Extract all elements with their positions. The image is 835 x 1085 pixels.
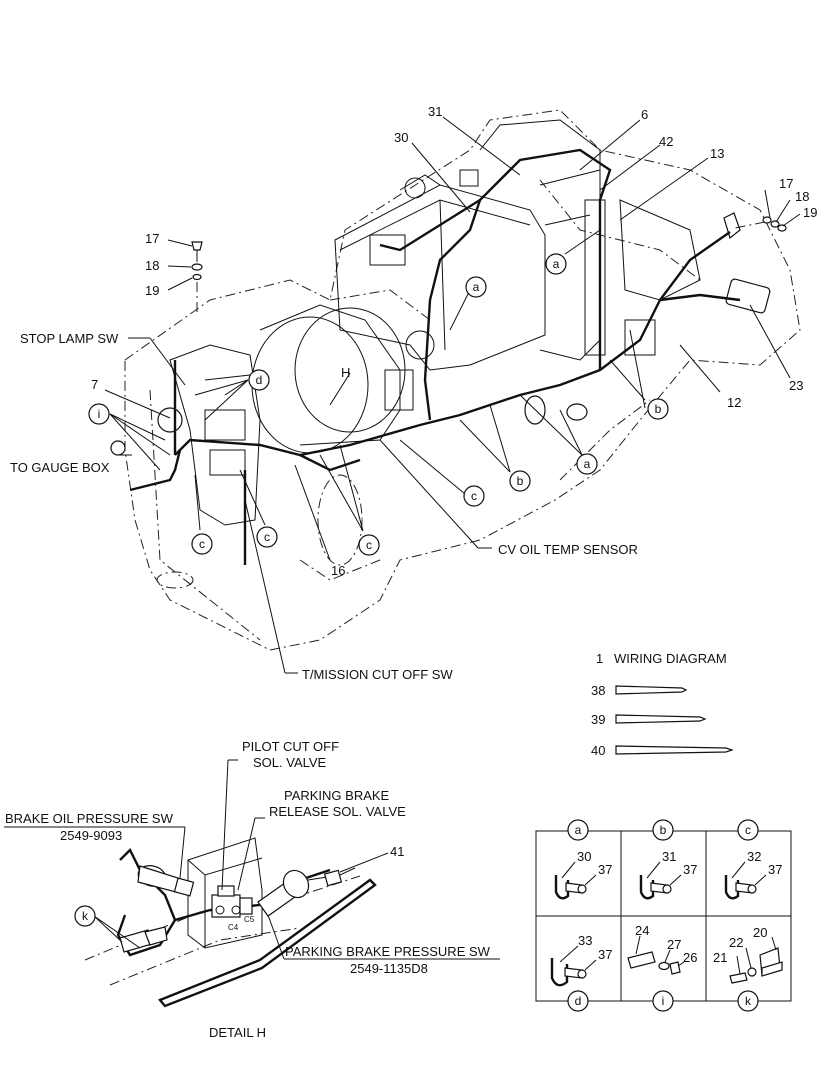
wiring-item-number: 1	[596, 651, 603, 666]
label-release-sol-valve: RELEASE SOL. VALVE	[269, 804, 406, 819]
callout-19-right: 19	[803, 205, 817, 220]
callout-c-1: c	[471, 489, 477, 503]
hardware-left	[191, 241, 203, 315]
cable-tie-40-label: 40	[591, 743, 605, 758]
callout-17-left: 17	[145, 231, 159, 246]
cable-tie-39	[615, 714, 707, 724]
clip-table: a b c d i k 30 37 31 37 32 37	[535, 819, 792, 1012]
clip-header-a: a	[575, 823, 582, 837]
hardware-right	[734, 216, 787, 232]
callout-42: 42	[659, 134, 673, 149]
label-pilot-cut-off: PILOT CUT OFF	[242, 739, 339, 754]
label-c5: C5	[244, 915, 255, 924]
wiring-diagram-legend: 1 WIRING DIAGRAM 38 39 40	[591, 651, 734, 758]
letter-callouts: a a a b b c c c c d i	[88, 253, 669, 556]
clip-header-d: d	[575, 994, 582, 1008]
callout-h: H	[341, 365, 350, 380]
label-cv-oil-temp-sensor: CV OIL TEMP SENSOR	[498, 542, 638, 557]
cable-tie-38-label: 38	[591, 683, 605, 698]
callout-18-right: 18	[795, 189, 809, 204]
callout-i-1: i	[98, 407, 101, 421]
clip-d-bolt: 37	[598, 947, 612, 962]
label-c4: C4	[228, 923, 239, 932]
clip-k-washer: 22	[729, 935, 743, 950]
clip-header-k: k	[745, 994, 752, 1008]
callout-a-1: a	[473, 280, 480, 294]
callout-b-2: b	[517, 474, 524, 488]
part-numbers: 31 30 6 42 13 17 18 19 17 18 19 7 23 12 …	[91, 104, 817, 578]
callout-c-2: c	[366, 538, 372, 552]
label-tmission-cut-off-sw: T/MISSION CUT OFF SW	[302, 667, 453, 682]
callout-41: 41	[390, 844, 404, 859]
callout-a-2: a	[553, 257, 560, 271]
callout-31: 31	[428, 104, 442, 119]
clip-c-bolt: 37	[768, 862, 782, 877]
callout-17-right: 17	[779, 176, 793, 191]
clip-header-b: b	[660, 823, 667, 837]
callout-7: 7	[91, 377, 98, 392]
leader-lines	[104, 116, 801, 674]
callout-13: 13	[710, 146, 724, 161]
callout-c-4: c	[199, 537, 205, 551]
clip-header-i: i	[662, 994, 665, 1008]
detail-h: PILOT CUT OFF SOL. VALVE PARKING BRAKE R…	[4, 739, 500, 1040]
clip-d-clamp: 33	[578, 933, 592, 948]
clip-b-clamp: 31	[662, 849, 676, 864]
callout-30: 30	[394, 130, 408, 145]
wiring-diagram-label: WIRING DIAGRAM	[614, 651, 727, 666]
main-labels: STOP LAMP SW TO GAUGE BOX CV OIL TEMP SE…	[10, 331, 638, 682]
clip-i-washer: 27	[667, 937, 681, 952]
clip-b-bolt: 37	[683, 862, 697, 877]
callout-c-3: c	[264, 530, 270, 544]
clip-a-clamp: 30	[577, 849, 591, 864]
callout-23: 23	[789, 378, 803, 393]
clip-header-c: c	[745, 823, 751, 837]
label-brake-oil-pressure-sw: BRAKE OIL PRESSURE SW	[5, 811, 174, 826]
clip-k-bracket: 20	[753, 925, 767, 940]
callout-k: k	[82, 909, 89, 923]
label-parking-brake: PARKING BRAKE	[284, 788, 390, 803]
callout-19-left: 19	[145, 283, 159, 298]
label-parking-brake-pressure-sw: PARKING BRAKE PRESSURE SW	[285, 944, 491, 959]
callout-12: 12	[727, 395, 741, 410]
cable-tie-38	[615, 685, 688, 695]
clip-i-bracket: 24	[635, 923, 649, 938]
label-brake-oil-part-number: 2549-9093	[60, 828, 122, 843]
callout-a-3: a	[584, 457, 591, 471]
cable-tie-40	[615, 745, 734, 755]
detail-h-title: DETAIL H	[209, 1025, 266, 1040]
clip-k-bolt: 21	[713, 950, 727, 965]
clip-i-screw: 26	[683, 950, 697, 965]
callout-b-1: b	[655, 402, 662, 416]
callout-16: 16	[331, 563, 345, 578]
machine-outline	[110, 109, 801, 651]
clip-c-clamp: 32	[747, 849, 761, 864]
callout-18-left: 18	[145, 258, 159, 273]
callout-6: 6	[641, 107, 648, 122]
label-stop-lamp-sw: STOP LAMP SW	[20, 331, 119, 346]
label-sol-valve: SOL. VALVE	[253, 755, 327, 770]
label-to-gauge-box: TO GAUGE BOX	[10, 460, 110, 475]
cable-tie-39-label: 39	[591, 712, 605, 727]
clip-a-bolt: 37	[598, 862, 612, 877]
label-parking-brake-part-number: 2549-1135D8	[350, 961, 428, 976]
callout-d-1: d	[256, 373, 263, 387]
